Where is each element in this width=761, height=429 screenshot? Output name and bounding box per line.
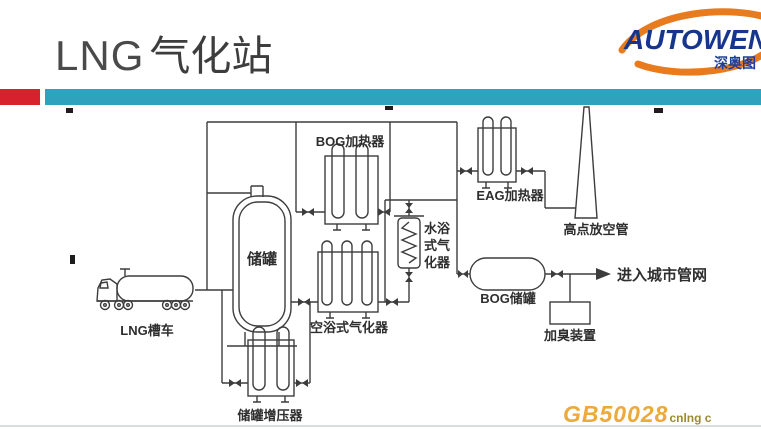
scan-artifacts	[66, 106, 663, 264]
to-city-network-label: 进入城市管网	[617, 266, 707, 284]
city-network-outlet: 进入城市管网	[596, 266, 707, 284]
odorizer-label: 加臭装置	[543, 328, 596, 343]
water-bath-vaporizer-label-1: 水浴	[424, 221, 451, 236]
title-latin: LNG	[55, 32, 145, 79]
air-bath-vaporizer-label: 空浴式气化器	[310, 320, 389, 335]
bog-tank: BOG储罐	[469, 257, 546, 306]
water-bath-vaporizer-label-2: 式气	[424, 238, 450, 253]
bog-heater-label: BOG加热器	[316, 134, 386, 149]
water-bath-vaporizer: 水浴 式气 化器	[394, 215, 451, 270]
company-logo: AUTOWEN 深奥图	[616, 4, 761, 82]
storage-tank: 储罐	[227, 185, 297, 347]
eag-heater-label: EAG加热器	[476, 188, 544, 203]
odorizer: 加臭装置	[543, 301, 596, 343]
watermark-suffix: cnlng c	[669, 411, 712, 425]
watermark-code: GB50028	[563, 401, 669, 427]
watermark: GB50028cnlng c	[563, 401, 711, 428]
logo-brand-text: AUTOWEN	[624, 24, 761, 55]
red-accent-bar	[0, 89, 40, 105]
water-bath-vaporizer-label-3: 化器	[424, 255, 451, 270]
vent-stack: 高点放空管	[563, 106, 629, 237]
logo-subtext: 深奥图	[714, 55, 756, 71]
air-bath-vaporizer: 空浴式气化器	[310, 240, 389, 335]
tank-pressurizer-label: 储罐增压器	[236, 408, 303, 423]
bog-heater: BOG加热器	[316, 134, 386, 231]
vent-stack-label: 高点放空管	[563, 222, 628, 237]
eag-heater: EAG加热器	[476, 116, 545, 203]
tank-pressurizer: 储罐增压器	[236, 326, 303, 423]
bottom-divider	[0, 425, 761, 427]
teal-accent-bar	[45, 89, 761, 105]
lng-truck-label: LNG槽车	[120, 323, 173, 338]
logo-swoosh-icon	[618, 8, 761, 76]
storage-tank-label: 储罐	[247, 250, 277, 268]
lng-truck: LNG槽车	[96, 268, 194, 338]
bog-tank-label: BOG储罐	[480, 291, 536, 306]
valve-icons	[229, 167, 563, 387]
title-cjk: 气化站	[149, 32, 273, 80]
